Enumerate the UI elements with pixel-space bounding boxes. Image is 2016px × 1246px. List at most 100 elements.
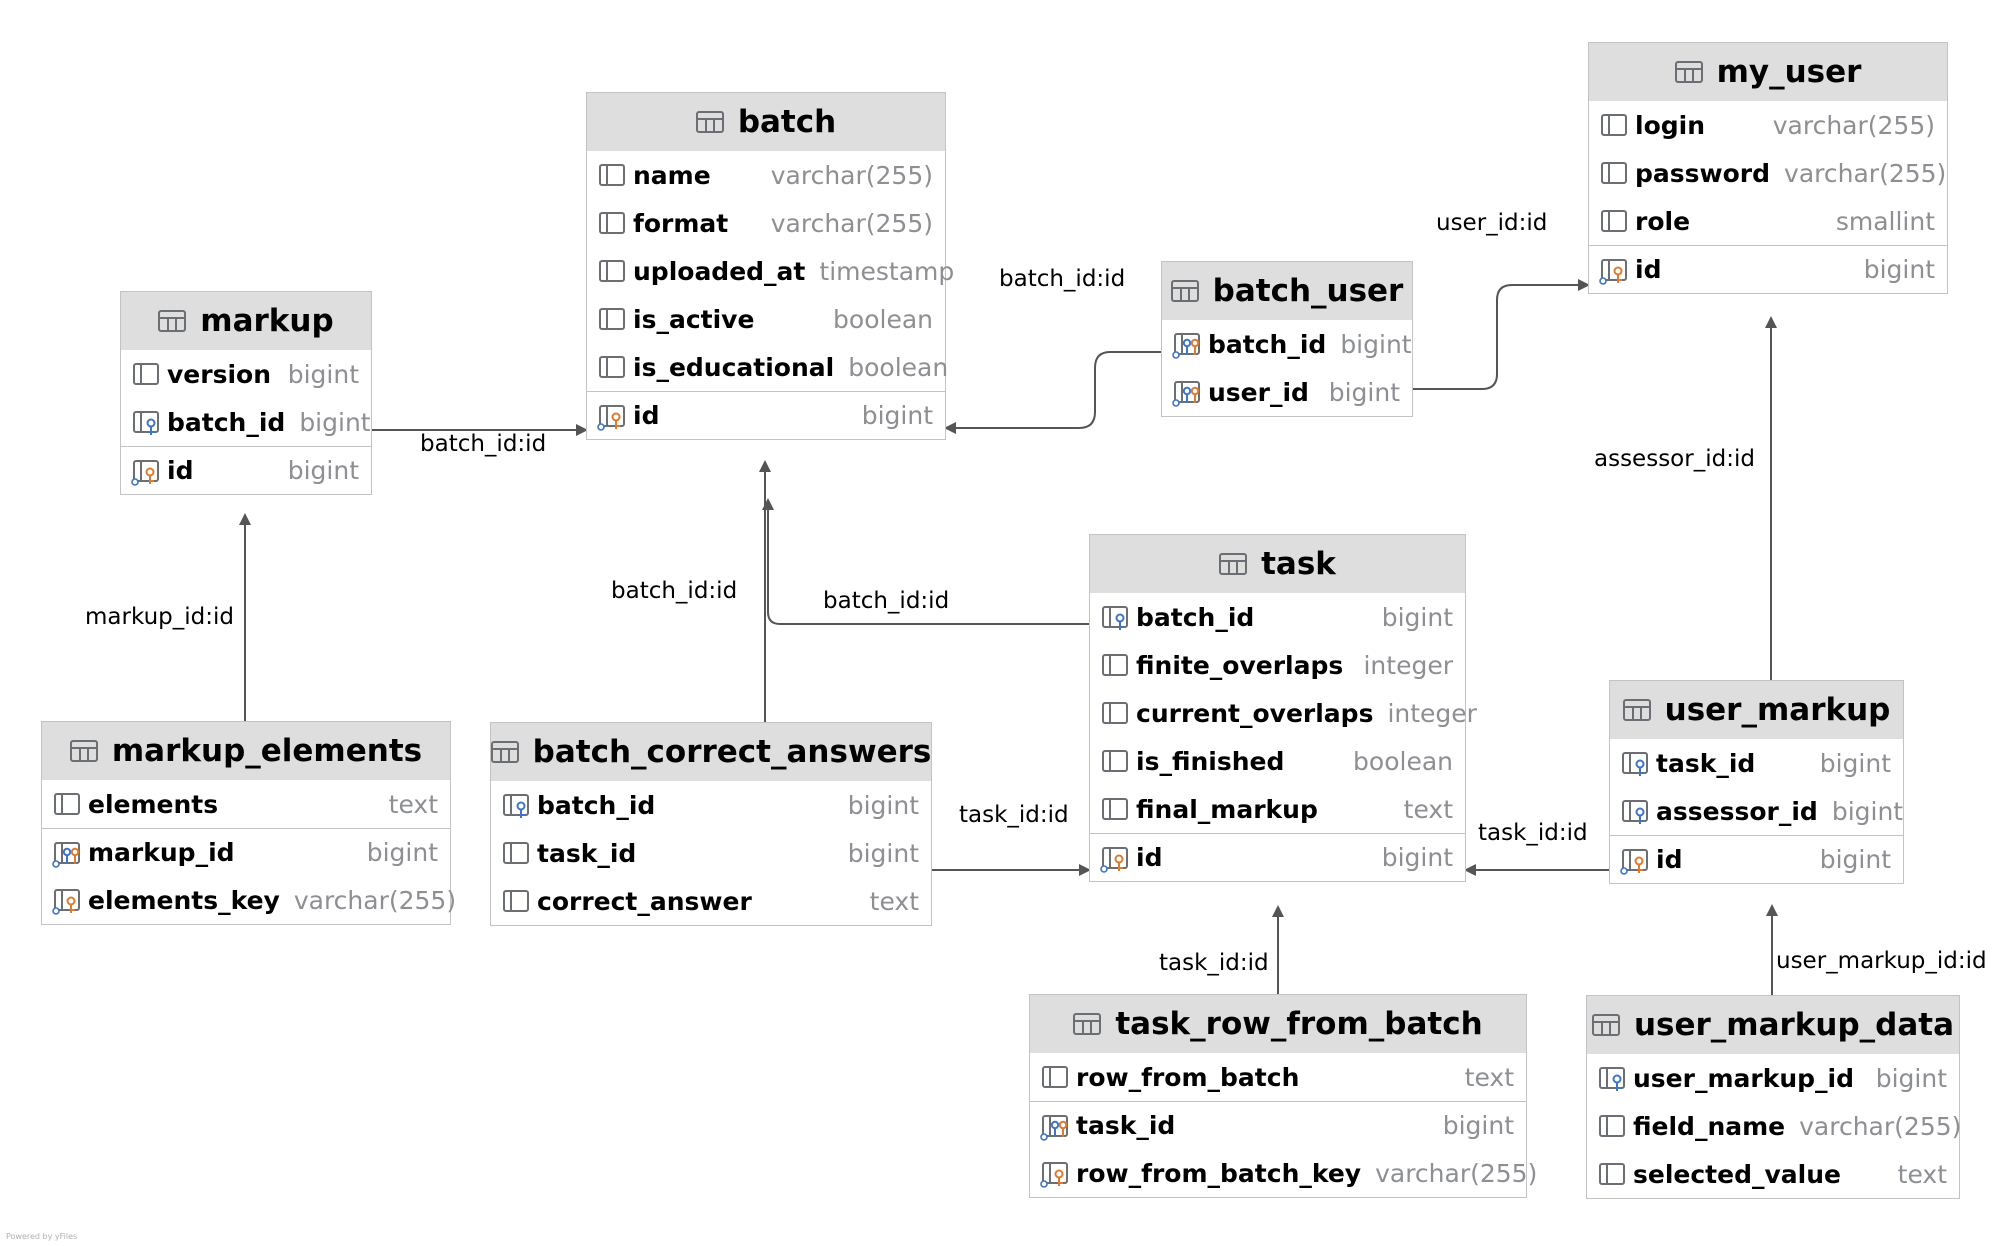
- column-type: bigint: [299, 407, 371, 437]
- column-type: timestamp: [819, 256, 955, 286]
- column-name: is_active: [633, 304, 755, 334]
- table-header[interactable]: task: [1090, 535, 1465, 593]
- column-type: text: [1464, 1062, 1514, 1092]
- column-icon: [597, 160, 627, 190]
- table-name: batch: [737, 104, 837, 140]
- primary-key-icon: [1040, 1158, 1070, 1188]
- column-icon: [1100, 698, 1130, 728]
- column-type: bigint: [1442, 1111, 1514, 1140]
- column-icon: [597, 304, 627, 334]
- foreign-key-icon: [1620, 796, 1650, 826]
- column-name: task_id: [1656, 748, 1756, 778]
- primary-foreign-key-icon: [1172, 377, 1202, 407]
- foreign-key-icon: [131, 407, 161, 437]
- column-icon: [1100, 650, 1130, 680]
- table-name: batch_correct_answers: [532, 734, 932, 770]
- table-header[interactable]: batch_correct_answers: [490, 723, 932, 781]
- column-type: text: [1897, 1159, 1947, 1189]
- column-name: assessor_id: [1656, 796, 1818, 826]
- table-header[interactable]: batch: [587, 93, 945, 151]
- column-type: varchar(255): [1784, 158, 1947, 188]
- table-name: task_row_from_batch: [1115, 1006, 1483, 1042]
- column-name: user_id: [1208, 377, 1309, 407]
- column-icon: [1100, 794, 1130, 824]
- primary-key-icon: [597, 401, 627, 431]
- column-icon: [52, 789, 82, 819]
- column-name: field_name: [1633, 1111, 1786, 1141]
- relation-line: [762, 498, 1089, 625]
- relation-line: [1413, 279, 1590, 390]
- table-header[interactable]: markup_elements: [42, 722, 450, 780]
- column-type: integer: [1363, 650, 1453, 680]
- table-header[interactable]: markup: [121, 292, 371, 350]
- table-header[interactable]: my_user: [1589, 43, 1947, 101]
- column-type: varchar(255): [1375, 1158, 1538, 1188]
- column-type: smallint: [1835, 206, 1935, 236]
- relation-label: user_markup_id:id: [1776, 948, 1987, 974]
- column-name: elements: [88, 789, 219, 819]
- table-icon: [158, 310, 187, 332]
- table-header[interactable]: batch_user: [1162, 262, 1412, 320]
- foreign-key-icon: [1597, 1063, 1627, 1093]
- column-type: bigint: [1381, 602, 1453, 632]
- table-header[interactable]: user_markup: [1610, 681, 1903, 739]
- relation-label: batch_id:id: [420, 431, 547, 457]
- column-name: version: [167, 359, 272, 389]
- column-type: varchar(255): [770, 208, 933, 238]
- column-name: is_finished: [1136, 746, 1285, 776]
- column-name: id: [167, 456, 194, 485]
- column-icon: [1599, 206, 1629, 236]
- relation-label: markup_id:id: [85, 604, 234, 630]
- table-header[interactable]: user_markup_data: [1587, 996, 1959, 1054]
- relation-label: task_id:id: [1159, 950, 1269, 976]
- table-header[interactable]: task_row_from_batch: [1030, 995, 1526, 1053]
- table-icon: [1073, 1013, 1102, 1035]
